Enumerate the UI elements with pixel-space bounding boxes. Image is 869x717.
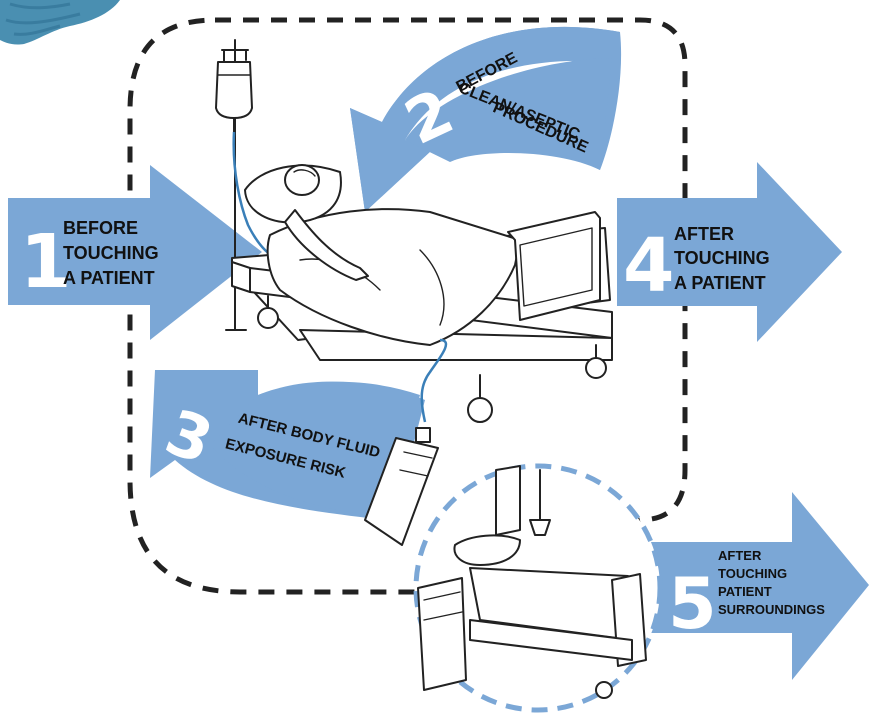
moment-4-number: 4 [623, 223, 675, 309]
moment-4-line-1: AFTER [674, 224, 734, 244]
moment-5-line-1: AFTER [718, 548, 762, 563]
moment-1-line-2: TOUCHING [63, 243, 159, 263]
moment-4-line-2: TOUCHING [674, 248, 770, 268]
patient-surroundings-illustration [416, 466, 660, 710]
moment-4-arrow: 4 AFTER TOUCHING A PATIENT [617, 162, 842, 342]
moment-2-arrow: 2 BEFORE CLEAN/ASEPTIC PROCEDURE [350, 27, 621, 212]
moment-5-line-4: SURROUNDINGS [718, 602, 825, 617]
moment-5-arrow: 5 AFTER TOUCHING PATIENT SURROUNDINGS [640, 492, 869, 680]
hospital-bed-illustration [232, 165, 612, 422]
moment-1-line-1: BEFORE [63, 218, 138, 238]
moment-5-line-3: PATIENT [718, 584, 772, 599]
moment-5-line-2: TOUCHING [718, 566, 787, 581]
moment-1-arrow: 1 BEFORE TOUCHING A PATIENT [8, 165, 262, 340]
corner-blob-decoration [0, 0, 120, 45]
moment-4-line-3: A PATIENT [674, 273, 766, 293]
moment-1-line-3: A PATIENT [63, 268, 155, 288]
moment-5-number: 5 [668, 563, 717, 645]
